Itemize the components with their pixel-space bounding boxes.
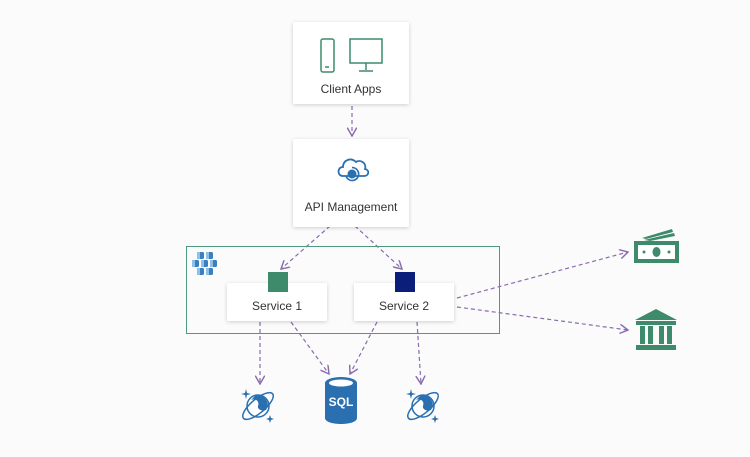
bank-icon (635, 309, 677, 350)
sql-label: SQL (328, 395, 354, 409)
service-cluster-boundary (186, 246, 500, 334)
client-apps-label: Client Apps (320, 82, 382, 96)
service1-label: Service 1 (251, 299, 303, 313)
cosmos-db-icon (241, 389, 274, 423)
edge-api-to-service2 (354, 225, 402, 269)
edge-service1-to-sql (290, 321, 329, 374)
monitor-icon (349, 38, 383, 72)
cosmos-db-icon (406, 389, 439, 423)
api-management-node[interactable]: API Management (293, 139, 409, 227)
service2-marker (395, 272, 415, 292)
cloud-api-icon (337, 158, 370, 182)
edge-service2-to-payment (456, 252, 628, 299)
money-icon (634, 229, 679, 263)
mobile-phone-icon (320, 38, 335, 73)
service1-marker (268, 272, 288, 292)
api-management-label: API Management (304, 200, 398, 214)
edge-service2-to-bank (456, 306, 628, 330)
service2-label: Service 2 (378, 299, 430, 313)
edge-service2-to-cosmos2 (417, 321, 421, 384)
client-apps-node[interactable]: Client Apps (293, 22, 409, 104)
sql-database-icon (325, 377, 357, 424)
edge-api-to-service1 (281, 225, 331, 269)
service-fabric-cluster-icon (192, 252, 217, 275)
edge-service2-to-sql (350, 321, 378, 374)
